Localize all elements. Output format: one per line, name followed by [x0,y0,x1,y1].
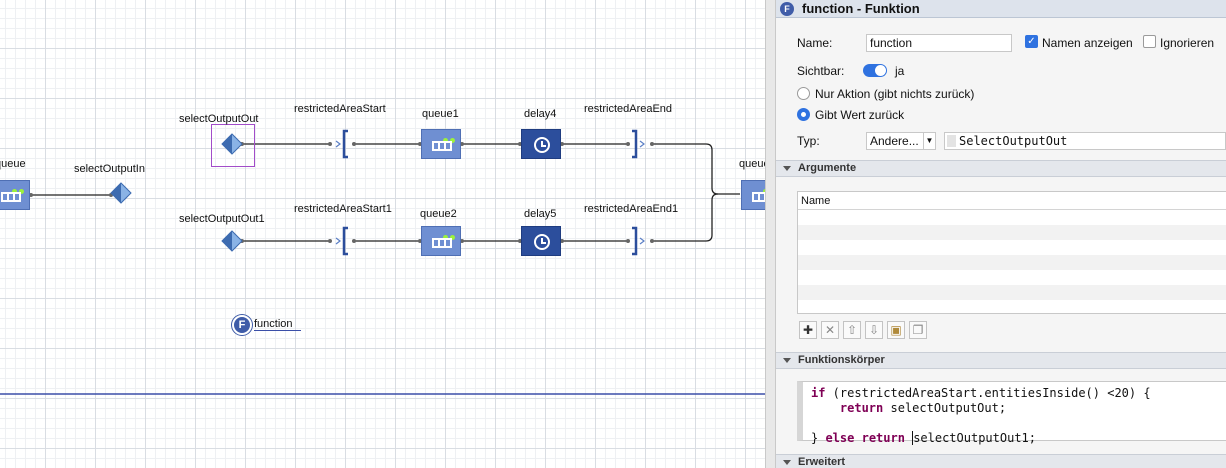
visible-toggle[interactable] [863,64,887,77]
paste-icon[interactable]: ▣ [887,321,905,339]
section-function-body[interactable]: Funktionskörper [776,352,1226,369]
copy-icon[interactable]: ❐ [909,321,927,339]
function-icon: F [780,2,794,16]
type-gutter [947,135,956,147]
select-output-in-label: selectOutputIn [74,163,145,175]
type-value-input[interactable]: SelectOutputOut [944,132,1226,150]
ignore-checkbox[interactable] [1143,35,1156,48]
connector-rae1-queue [652,193,719,242]
queue-right-block[interactable] [741,180,765,210]
function-icon[interactable]: F [232,315,252,335]
select-output-out-label: selectOutputOut [179,113,259,125]
properties-panel: F function - Funktion Name: function ✓ N… [776,0,1226,468]
type-select[interactable]: Andere... ▼ [866,132,936,150]
queue-left-block[interactable] [0,180,30,210]
show-name-label: Namen anzeigen [1042,36,1133,50]
select-output-in-icon [110,182,132,204]
table-row [798,225,1226,240]
visible-value: ja [895,64,905,78]
type-label: Typ: [797,134,820,148]
ignore-label: Ignorieren [1160,36,1215,50]
visible-label: Sichtbar: [797,64,845,78]
restricted-area-end1-icon [632,226,638,256]
table-header-name: Name [798,192,1226,210]
delay5-label: delay5 [524,208,557,220]
connector-rae-queue [652,143,740,195]
delete-row-icon[interactable]: ✕ [821,321,839,339]
table-row [798,270,1226,285]
select-output-out1-label: selectOutputOut1 [179,213,265,225]
restricted-area-start1-label: restrictedAreaStart1 [294,203,392,215]
name-label: Name: [797,36,833,50]
move-down-icon[interactable]: ⇩ [865,321,883,339]
queue-left-label: queue [0,158,26,170]
table-row [798,300,1226,313]
queue2-block[interactable] [421,226,461,256]
model-canvas[interactable]: queue selectOutputIn selectOutputOut sel… [0,0,765,468]
queue1-label: queue1 [422,108,459,120]
name-input[interactable]: function [866,34,1012,52]
arguments-table[interactable]: Name [797,191,1226,314]
restricted-area-end-icon [632,129,638,159]
clock-icon [534,234,550,250]
section-arguments[interactable]: Argumente [776,160,1226,177]
show-name-checkbox[interactable]: ✓ [1025,35,1038,48]
move-up-icon[interactable]: ⇧ [843,321,861,339]
queue-right-label: queue [739,158,765,170]
restricted-area-start-icon [342,129,348,159]
delay5-block[interactable] [521,226,561,256]
queue1-block[interactable] [421,129,461,159]
panel-title-text: function - Funktion [802,1,920,16]
restricted-area-end-label: restrictedAreaEnd [584,103,673,115]
restricted-area-start-label: restrictedAreaStart [294,103,386,115]
table-row [798,210,1226,225]
clock-icon [534,137,550,153]
queue2-label: queue2 [420,208,457,220]
restricted-area-end1-label: restrictedAreaEnd1 [584,203,679,215]
radio-action-only-label: Nur Aktion (gibt nichts zurück) [815,87,975,101]
radio-return-value[interactable] [797,108,810,121]
panel-title: F function - Funktion [776,0,1226,18]
select-output-out1-icon [221,230,243,252]
add-row-icon[interactable]: ✚ [799,321,817,339]
radio-action-only[interactable] [797,87,810,100]
table-row [798,255,1226,270]
type-select-value: Andere... [870,134,919,148]
panel-splitter[interactable] [765,0,776,468]
delay4-label: delay4 [524,108,557,120]
table-row [798,240,1226,255]
function-body-editor[interactable]: if (restrictedAreaStart.entitiesInside()… [797,381,1226,445]
table-row [798,285,1226,300]
connectors [0,129,765,395]
section-advanced[interactable]: Erweitert [776,454,1226,468]
chevron-down-icon: ▼ [923,133,935,149]
radio-return-value-label: Gibt Wert zurück [815,108,905,122]
restricted-area-start1-icon [342,226,348,256]
selection-highlight [211,124,255,167]
delay4-block[interactable] [521,129,561,159]
type-value-text: SelectOutputOut [959,134,1068,148]
function-label[interactable]: function [254,318,301,331]
select-output-out-icon [221,133,243,155]
